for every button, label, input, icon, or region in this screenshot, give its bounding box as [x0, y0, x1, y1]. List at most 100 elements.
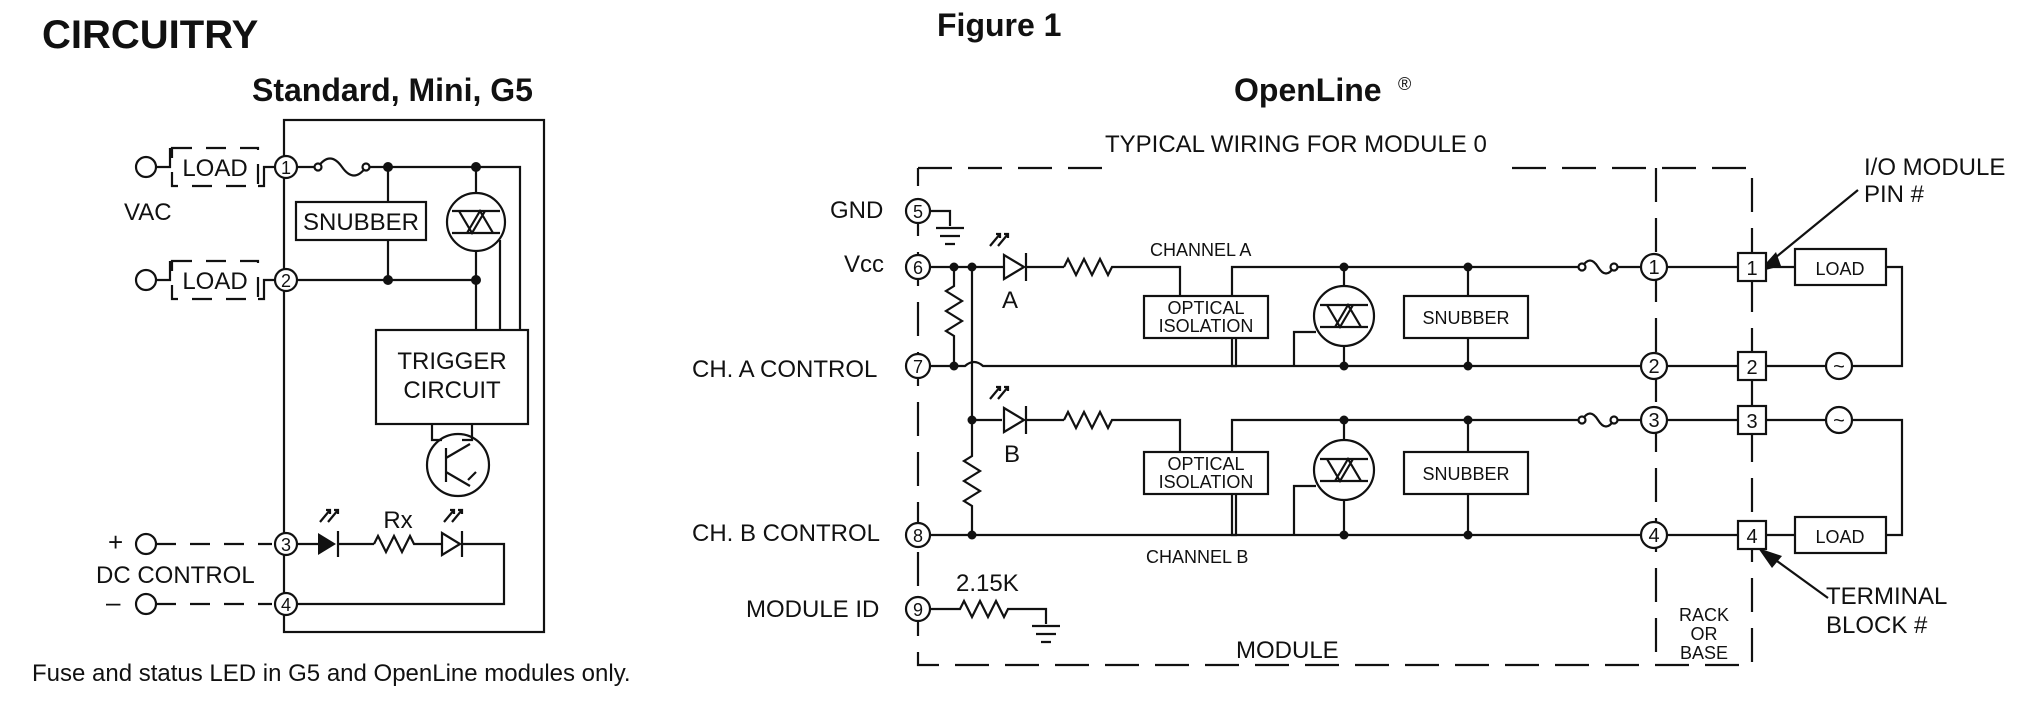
pullup-resistor-a-icon — [943, 267, 965, 366]
openline-registered-mark: ® — [1398, 74, 1411, 94]
rack-label-2: OR — [1691, 624, 1718, 644]
led-b-icon — [1002, 406, 1027, 434]
optical-isolation-a-box — [1142, 294, 1270, 340]
triac-b-icon — [1312, 438, 1376, 502]
dc-plus-sign: + — [108, 527, 123, 557]
io-module-pin-label-1: I/O MODULE — [1864, 154, 2005, 181]
pin-7-label: 7 — [913, 357, 923, 377]
snubber-b-box — [1402, 450, 1530, 496]
terminal-block-label-1: TERMINAL — [1826, 583, 1947, 610]
phototransistor-arrow — [467, 471, 477, 481]
module-outline — [282, 118, 546, 634]
optical-a-line2: ISOLATION — [1159, 316, 1254, 336]
load-a-box — [1793, 247, 1888, 287]
terminal-2 — [1736, 350, 1768, 382]
led-a-cathode — [1024, 253, 1064, 281]
pin-6-label: 6 — [913, 258, 923, 278]
ch-a-control-line — [930, 296, 1238, 368]
ac-source-a-icon — [1824, 351, 1854, 381]
vac-leads — [156, 148, 172, 282]
left-diagram: CIRCUITRY Standard, Mini, G5 LOAD LOAD V… — [32, 13, 631, 687]
phototransistor-leads — [430, 424, 474, 442]
ground-symbol-gnd — [930, 209, 964, 246]
snubber-box — [294, 200, 428, 242]
openline-title: OpenLine — [1234, 72, 1382, 108]
gnd-label: GND — [830, 197, 883, 224]
triac-a-icon — [1312, 284, 1376, 348]
snubber-label: SNUBBER — [303, 209, 419, 236]
ch-a-control-label: CH. A CONTROL — [692, 356, 877, 383]
optical-a-line1: OPTICAL — [1167, 298, 1244, 318]
subtitle-standard-mini-g5: Standard, Mini, G5 — [252, 72, 533, 108]
snubber-b-label: SNUBBER — [1422, 464, 1509, 484]
load-b-box — [1793, 515, 1888, 555]
triac-a-symbol — [1320, 302, 1368, 330]
load-a-label: LOAD — [1815, 259, 1864, 279]
ext-wiring-b — [1766, 418, 1904, 537]
typical-wiring-label: TYPICAL WIRING FOR MODULE 0 — [1105, 131, 1487, 158]
io-module-pin-label-2: PIN # — [1864, 181, 1925, 208]
channel-a-label: CHANNEL A — [1150, 240, 1251, 260]
led-b-light-arrows — [989, 385, 1010, 400]
pin-to-terminal-lines — [1667, 265, 1738, 537]
dc-minus-sign: – — [106, 587, 121, 617]
figure-label: Figure 1 — [937, 7, 1061, 43]
pin-8-label: 8 — [913, 526, 923, 546]
triac-b-gate — [1292, 484, 1316, 535]
pin-1-label: 1 — [281, 158, 291, 178]
terminal-1 — [1736, 251, 1768, 283]
dc-terminal-plus — [134, 532, 158, 556]
fuse-node-a — [313, 162, 323, 172]
fuse-node-b — [361, 162, 371, 172]
ext-wiring-a — [1766, 265, 1904, 368]
phototransistor-icon — [425, 432, 491, 498]
ch-b-line-4 — [1230, 494, 1640, 537]
ch-a-line-2 — [1230, 338, 1640, 368]
led-a-label: A — [1002, 287, 1018, 314]
module-id-label: MODULE ID — [746, 596, 879, 623]
terminal-block-arrowhead — [1758, 548, 1782, 568]
optical-b-line1: OPTICAL — [1167, 454, 1244, 474]
channel-b-label: CHANNEL B — [1146, 547, 1248, 567]
dc-control-label: DC CONTROL — [96, 562, 255, 589]
status-led-cathode — [336, 531, 374, 557]
snubber-a-box — [1402, 294, 1530, 340]
module-id-resistor-icon — [930, 598, 1060, 644]
module-label: MODULE — [1236, 637, 1339, 664]
pin-2-label: 2 — [281, 271, 291, 291]
module-dashed-outline — [916, 166, 1754, 667]
led-a-icon — [1002, 253, 1027, 281]
fuse-a-node-2 — [1609, 262, 1619, 272]
fuse-symbol — [297, 157, 367, 177]
load-box-1 — [170, 146, 260, 188]
led-light-arrows-2 — [443, 508, 464, 523]
ac-source-b-icon — [1824, 405, 1854, 435]
status-led-icon — [318, 533, 336, 555]
io-pin-2-label: 2 — [1648, 356, 1659, 378]
rack-label-3: BASE — [1680, 643, 1728, 663]
rack-label-1: RACK — [1679, 605, 1729, 625]
terminal-3-label: 3 — [1746, 411, 1757, 433]
pin-4-label: 4 — [281, 595, 291, 615]
pin-9-label: 9 — [913, 600, 923, 620]
line-1-bus — [370, 165, 522, 340]
node-ch-b — [967, 530, 977, 540]
resistor-a-icon — [1063, 256, 1182, 296]
resistor-value-label: 2.15K — [956, 570, 1019, 597]
resistor-rx-icon — [373, 533, 442, 555]
terminal-block-label-2: BLOCK # — [1826, 612, 1928, 639]
right-diagram: Figure 1 OpenLine ® TYPICAL WIRING FOR M… — [692, 7, 2005, 667]
terminal-1-label: 1 — [1746, 258, 1757, 280]
vac-terminal-1 — [134, 155, 158, 179]
terminal-4-label: 4 — [1746, 526, 1757, 548]
resistor-b-icon — [1063, 409, 1182, 452]
trigger-label-line1: TRIGGER — [397, 348, 506, 375]
load-box-2 — [170, 259, 260, 301]
footnote: Fuse and status LED in G5 and OpenLine m… — [32, 660, 631, 687]
rx-label: Rx — [383, 507, 412, 534]
led-b-cathode — [1024, 406, 1064, 434]
load-label-1: LOAD — [182, 155, 247, 182]
triac-symbol — [452, 208, 500, 236]
vac-label: VAC — [124, 199, 172, 226]
